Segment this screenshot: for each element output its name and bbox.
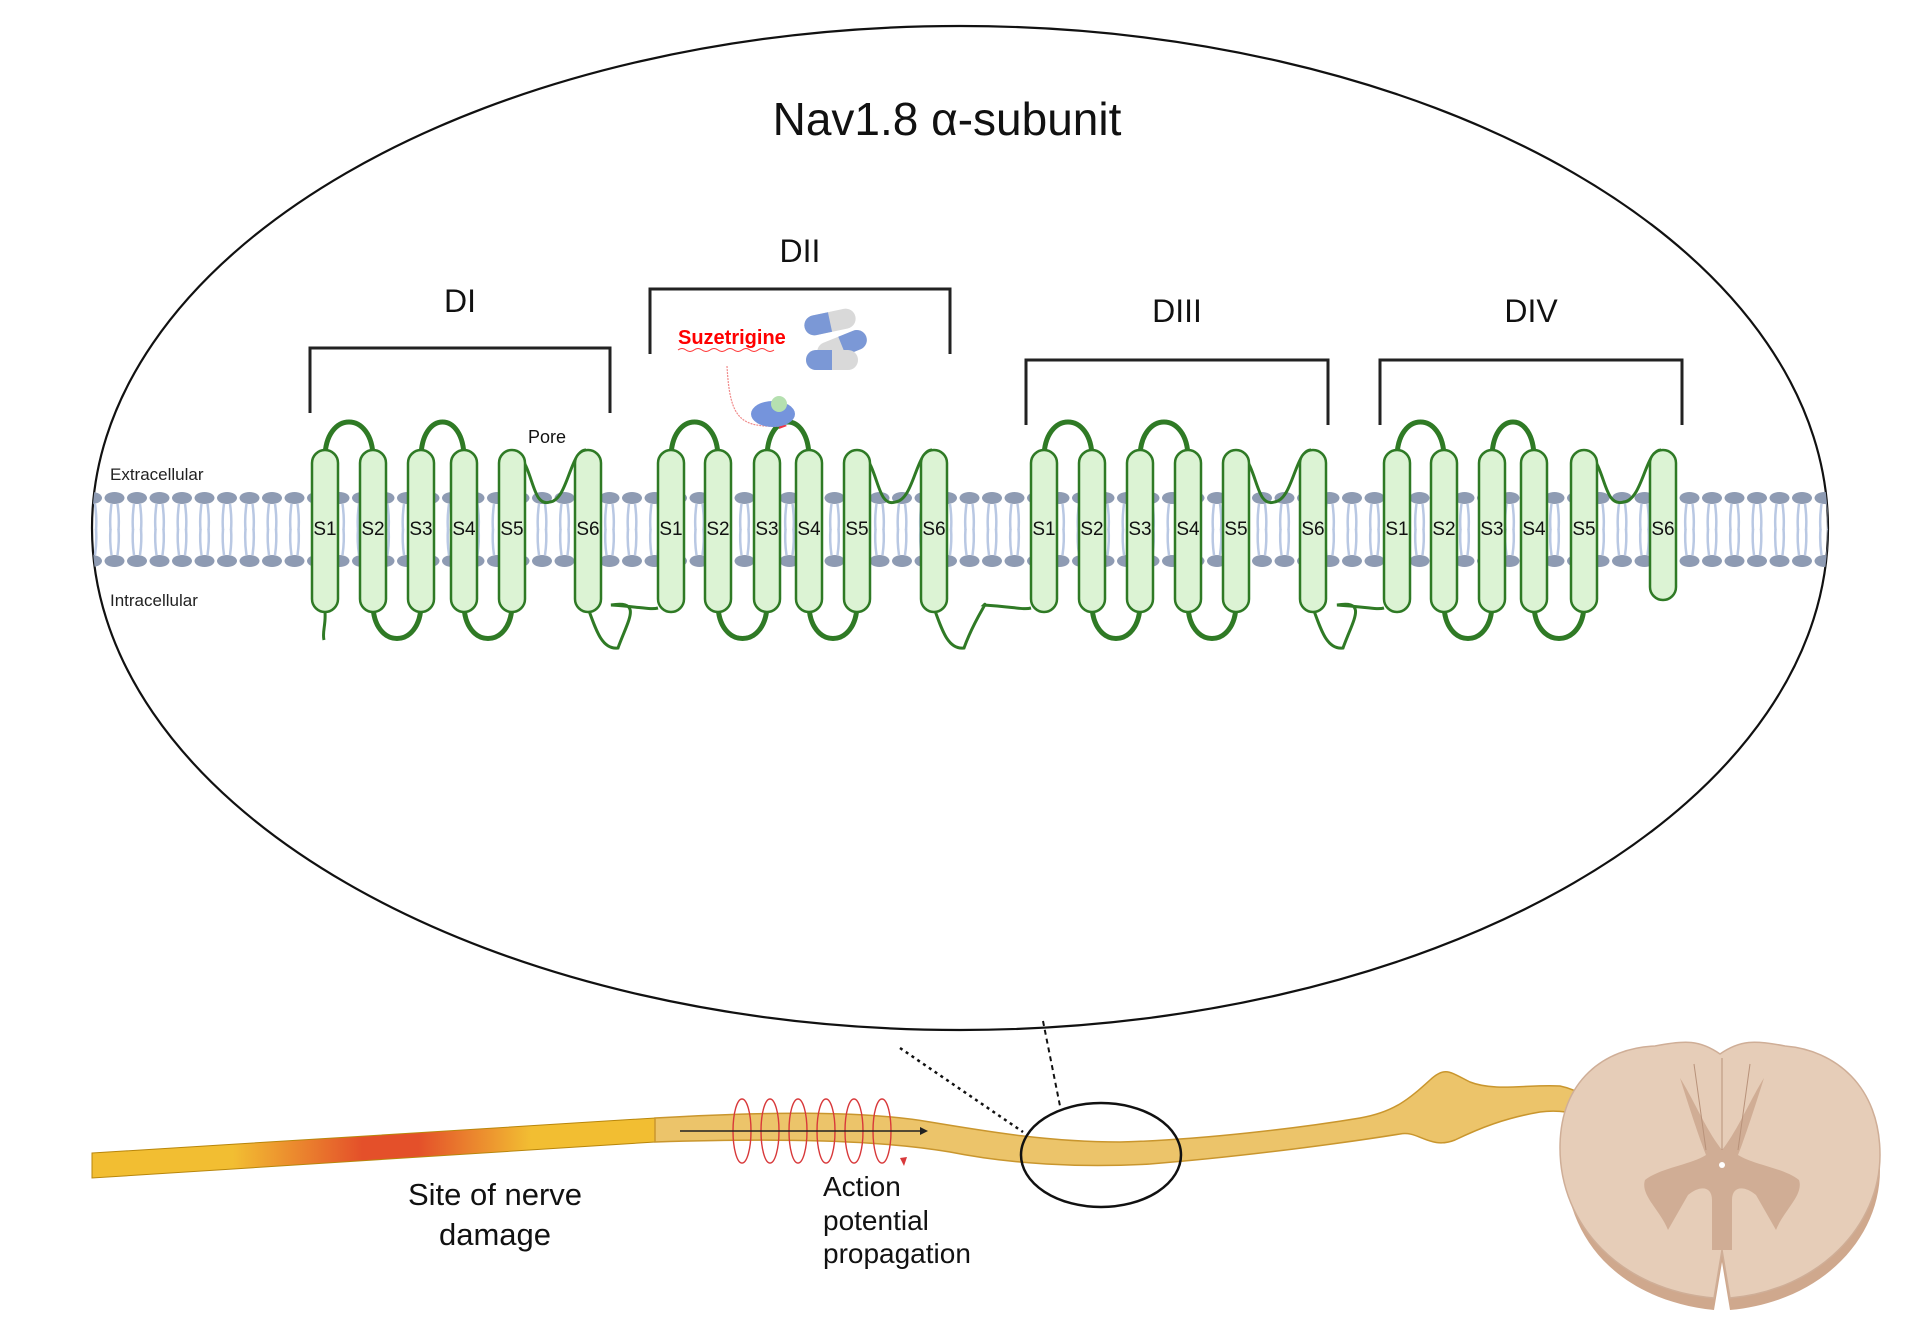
helix-label: S4 xyxy=(452,519,476,540)
helix-s2: S2 xyxy=(703,448,733,614)
helix-s3: S3 xyxy=(1477,448,1507,614)
helix-label: S6 xyxy=(576,519,599,540)
helix-label: S6 xyxy=(1651,519,1674,540)
ap-label-line1: Action xyxy=(823,1171,901,1202)
helix-label: S3 xyxy=(1128,519,1151,540)
helix-label: S6 xyxy=(922,519,945,540)
helix-label: S6 xyxy=(1301,519,1324,540)
linker-1 xyxy=(586,602,659,650)
intracellular-label: Intracellular xyxy=(110,591,198,610)
helix-s5: S5 xyxy=(842,448,872,614)
helix-label: S3 xyxy=(755,519,778,540)
domain-label: DIII xyxy=(1152,293,1202,329)
helix-s4: S4 xyxy=(1519,448,1549,614)
helix-label: S1 xyxy=(659,519,682,540)
n-terminus xyxy=(321,611,327,641)
helix-s2: S2 xyxy=(1077,448,1107,614)
helix-s1: S1 xyxy=(310,448,340,614)
helix-s4: S4 xyxy=(449,448,479,614)
helix-label: S4 xyxy=(797,519,821,540)
zoom-guide-line-left xyxy=(899,1046,1024,1134)
helix-s4: S4 xyxy=(1173,448,1203,614)
figure-title: Nav1.8 α-subunit xyxy=(773,93,1122,145)
helix-s2: S2 xyxy=(358,448,388,614)
helix-s3: S3 xyxy=(752,448,782,614)
helix-s6: S6 xyxy=(919,448,949,614)
damage-label-line1: Site of nerve xyxy=(408,1177,582,1212)
damaged-axon-segment xyxy=(91,1117,656,1179)
damage-label-line2: damage xyxy=(439,1217,551,1252)
capsule-icon xyxy=(804,308,867,370)
helix-label: S5 xyxy=(1572,519,1595,540)
zoom-ellipse xyxy=(90,24,1830,1032)
helix-s6: S6 xyxy=(573,448,603,614)
domain-label: DII xyxy=(780,233,821,269)
domain-bracket xyxy=(648,287,952,354)
helix-label: S2 xyxy=(1080,519,1103,540)
helix-s1: S1 xyxy=(1382,448,1412,614)
bound-drug-molecule xyxy=(771,396,787,412)
linker-2 xyxy=(932,602,1032,650)
domain-dii: DII S1 S2 S3 S4 S5 S6 xyxy=(648,233,952,641)
spellcheck-underline xyxy=(677,348,775,352)
suzetrigine-annotation: Suzetrigine xyxy=(677,308,867,429)
helix-label: S5 xyxy=(845,519,868,540)
propagation-arrowhead xyxy=(920,1127,928,1135)
helix-label: S5 xyxy=(500,519,523,540)
nerve-illustration: Site of nerve damage Action potential pr… xyxy=(91,1020,1881,1310)
helix-s6: S6 xyxy=(1648,448,1678,602)
domain-label: DIV xyxy=(1504,293,1558,329)
domain-di: DI S1 S2 S3 S4 S5 S6 xyxy=(308,283,612,641)
helix-s4: S4 xyxy=(794,448,824,614)
channel-domains: DI S1 S2 S3 S4 S5 S6 DII S1 S2 S3 S4 S5 S6 DIII S1 S2 S3 S… xyxy=(308,233,1684,650)
domain-diii: DIII S1 S2 S3 S4 S5 S6 xyxy=(1024,293,1330,641)
extracellular-label: Extracellular xyxy=(110,465,204,484)
helix-s5: S5 xyxy=(1221,448,1251,614)
domain-div: DIV S1 S2 S3 S4 S5 S6 xyxy=(1378,293,1684,641)
helix-label: S2 xyxy=(361,519,384,540)
helix-label: S3 xyxy=(409,519,432,540)
inter-domain-linkers xyxy=(321,602,1385,650)
helix-label: S4 xyxy=(1522,519,1546,540)
domain-bracket xyxy=(1024,358,1330,425)
helix-label: S3 xyxy=(1480,519,1503,540)
helix-s5: S5 xyxy=(1569,448,1599,614)
helix-s6: S6 xyxy=(1298,448,1328,614)
zoom-guide-line-right xyxy=(1042,1020,1061,1107)
domain-bracket xyxy=(1378,358,1684,425)
spinal-cord-cross-section xyxy=(1559,1041,1881,1310)
helix-label: S1 xyxy=(1032,519,1055,540)
helix-s3: S3 xyxy=(406,448,436,614)
ap-label-line3: propagation xyxy=(823,1238,971,1269)
drug-label: Suzetrigine xyxy=(678,327,786,349)
coil-arrowhead xyxy=(900,1157,907,1166)
helix-s5: S5 xyxy=(497,448,527,614)
helix-label: S1 xyxy=(313,519,336,540)
pore-label: Pore xyxy=(528,427,566,447)
binding-arrow xyxy=(726,365,785,427)
magnification-circle xyxy=(1019,1101,1183,1209)
helix-label: S4 xyxy=(1176,519,1200,540)
ap-label-line2: potential xyxy=(823,1205,929,1236)
helix-label: S1 xyxy=(1385,519,1408,540)
helix-s1: S1 xyxy=(656,448,686,614)
domain-bracket xyxy=(308,346,612,413)
domain-label: DI xyxy=(444,283,476,319)
helix-s3: S3 xyxy=(1125,448,1155,614)
helix-s1: S1 xyxy=(1029,448,1059,614)
helix-label: S5 xyxy=(1224,519,1247,540)
healthy-axon xyxy=(654,1071,1624,1167)
helix-s2: S2 xyxy=(1429,448,1459,614)
helix-label: S2 xyxy=(706,519,729,540)
helix-label: S2 xyxy=(1432,519,1455,540)
linker-3 xyxy=(1311,602,1385,650)
